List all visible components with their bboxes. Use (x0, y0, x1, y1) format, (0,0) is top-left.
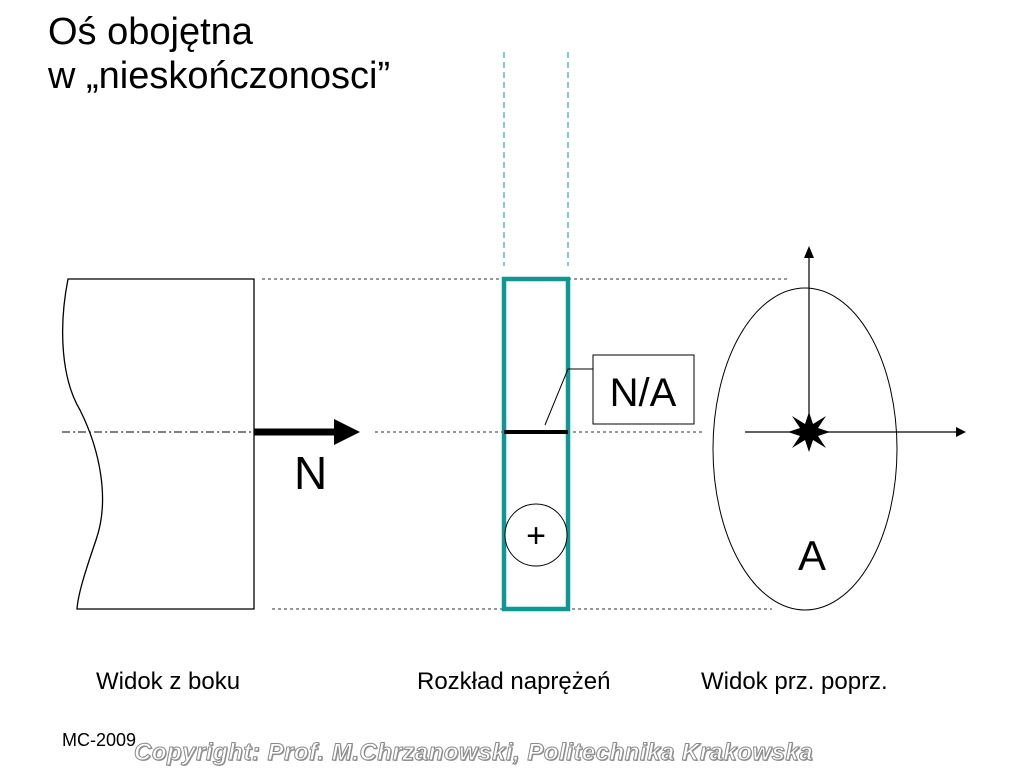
tension-sign: + (526, 517, 546, 555)
caption-stress-distribution: Rozkład naprężeń (417, 668, 611, 695)
beam-outline (62, 278, 255, 610)
neutral-axis-label-box (592, 354, 695, 425)
slide-title: Oś obojętna w „nieskończonosci” (48, 10, 390, 98)
stress-block (501, 276, 571, 612)
force-arrow (254, 419, 360, 445)
copyright-notice: Copyright: Prof. M.Chrzanowski, Politech… (133, 739, 814, 767)
title-line-2: w „nieskończonosci” (48, 55, 391, 97)
stress-distribution: N/A + (501, 52, 695, 612)
tension-sign-circle (504, 503, 568, 567)
cross-section: A (712, 246, 966, 611)
vertical-axis-arrowhead (804, 246, 814, 258)
title-line-1: Oś obojętna (48, 11, 253, 53)
force-label: N (294, 447, 327, 499)
caption-cross-section: Widok prz. poprz. (701, 668, 888, 695)
footer-code: MC-2009 (62, 730, 137, 750)
area-label: A (798, 532, 826, 579)
neutral-axis-label: N/A (610, 371, 677, 415)
horizontal-axis-arrowhead (956, 427, 966, 437)
caption-side-view: Widok z boku (96, 668, 241, 695)
cross-section-outline (712, 287, 898, 611)
side-view (62, 278, 255, 610)
centroid-icon (788, 412, 830, 452)
neutral-axis-leader (544, 368, 593, 426)
